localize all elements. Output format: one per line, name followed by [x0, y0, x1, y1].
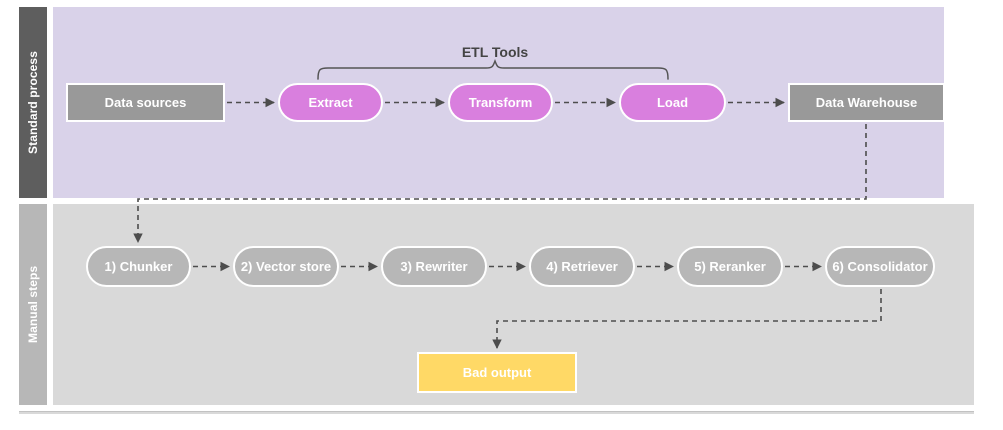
- node-rewriter[interactable]: 3) Rewriter: [381, 246, 487, 287]
- node-load[interactable]: Load: [619, 83, 726, 122]
- footer-divider: [19, 411, 974, 414]
- node-reranker[interactable]: 5) Reranker: [677, 246, 783, 287]
- etl-tools-label: ETL Tools: [461, 44, 529, 60]
- node-vector-store[interactable]: 2) Vector store: [233, 246, 339, 287]
- lane-label-standard-process: Standard process: [19, 7, 47, 198]
- node-data-warehouse[interactable]: Data Warehouse: [788, 83, 945, 122]
- node-extract[interactable]: Extract: [278, 83, 383, 122]
- node-transform[interactable]: Transform: [448, 83, 553, 122]
- node-consolidator[interactable]: 6) Consolidator: [825, 246, 935, 287]
- node-chunker[interactable]: 1) Chunker: [86, 246, 191, 287]
- lane-label-manual-steps: Manual steps: [19, 204, 47, 405]
- node-retriever[interactable]: 4) Retriever: [529, 246, 635, 287]
- node-data-sources[interactable]: Data sources: [66, 83, 225, 122]
- node-bad-output[interactable]: Bad output: [417, 352, 577, 393]
